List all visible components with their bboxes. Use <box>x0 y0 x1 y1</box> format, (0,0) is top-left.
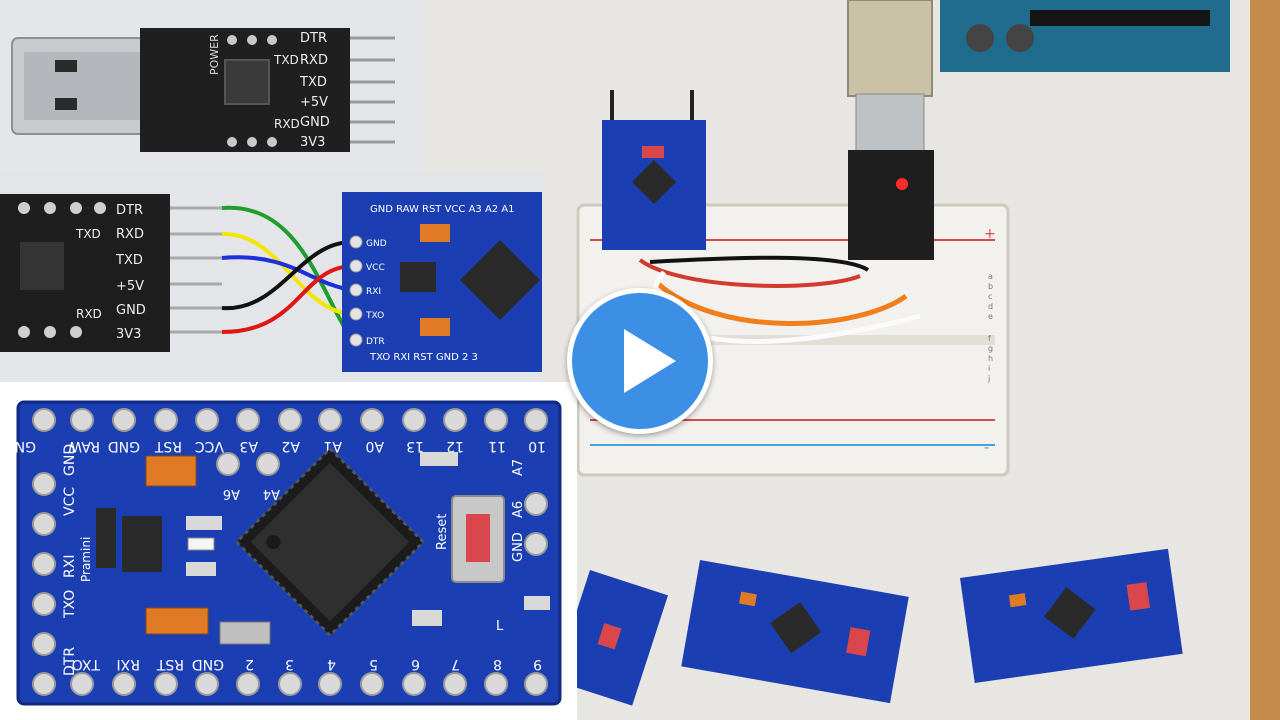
closeup-left-labels: VCC GND Pramini RXI TXO DTR <box>62 444 93 676</box>
play-button[interactable] <box>567 288 713 434</box>
closeup-right-gnd: GND <box>511 532 526 562</box>
closeup-top-11: 11 <box>488 438 506 454</box>
adapter-pin-rxd: RXD <box>300 53 328 68</box>
wire-green <box>221 205 354 342</box>
closeup-top-a0: A0 <box>366 438 384 454</box>
breadboard-row-f: f <box>988 334 991 343</box>
closeup-top-10: 10 <box>528 438 546 454</box>
wiring-diagram-photo: DTR RXD TXD +5V GND 3V3 TXD RXD <box>0 172 543 382</box>
closeup-bottom-6: 6 <box>411 656 420 672</box>
breadboard-row-b: b <box>988 282 994 291</box>
wiring-board-top-labels: GND RAW RST VCC A3 A2 A1 <box>370 204 515 215</box>
closeup-top-labels: GND RAW GND RST VCC A3 A2 A1 A0 13 12 11… <box>4 438 546 454</box>
closeup-top-a1: A1 <box>324 438 342 454</box>
wiring-board-left-rxi: RXI <box>366 287 381 297</box>
closeup-left-pramini: Pramini <box>79 537 93 582</box>
wiring-pin-dtr: DTR <box>116 203 143 218</box>
closeup-top-a3: A3 <box>240 438 258 454</box>
wiring-board-left-txo: TXO <box>365 311 384 321</box>
closeup-bottom-2: 2 <box>245 656 254 672</box>
breadboard-row-e: e <box>988 312 993 321</box>
wiring-pin-rxd: RXD <box>116 227 144 242</box>
closeup-right-a7: A7 <box>511 459 526 476</box>
closeup-bottom-labels: TXO RXI RST GND 2 3 4 5 6 7 8 9 <box>72 656 542 672</box>
breadboard-row-d: d <box>988 302 994 311</box>
breadboard-row-j: j <box>988 374 991 383</box>
closeup-bottom-5: 5 <box>369 656 378 672</box>
breadboard-row-a: a <box>988 272 993 281</box>
adapter-pin-5v: +5V <box>300 95 328 110</box>
wire-yellow-rx <box>221 231 353 316</box>
closeup-left-rxi: RXI <box>62 555 78 578</box>
closeup-top-rst: RST <box>154 438 182 454</box>
wiring-side-rxd: RXD <box>76 307 102 321</box>
breadboard-rail-plus: + <box>984 226 996 242</box>
closeup-bottom-7: 7 <box>451 656 460 672</box>
breadboard-row-i: i <box>988 364 991 373</box>
closeup-bottom-rxi: RXI <box>117 656 140 672</box>
closeup-bottom-9: 9 <box>533 656 542 672</box>
wiring-side-txd: TXD <box>75 227 101 241</box>
wire-red <box>221 264 353 334</box>
breadboard-row-h: h <box>988 354 994 363</box>
adapter-pin-txd: TXD <box>299 75 327 90</box>
breadboard-row-c: c <box>988 292 993 301</box>
breadboard-wire-black <box>649 255 870 272</box>
wiring-pin-gnd: GND <box>116 303 146 318</box>
breadboard-row-letters: a b c d e f g h i j <box>988 272 1000 384</box>
pro-mini-closeup-photo: GND RAW GND RST VCC A3 A2 A1 A0 13 12 11… <box>0 382 577 720</box>
wiring-adapter-labels: DTR RXD TXD +5V GND 3V3 TXD RXD <box>75 203 146 342</box>
closeup-top-vcc: VCC <box>195 438 224 454</box>
closeup-top-gnd2: GND <box>108 438 140 454</box>
closeup-right-a6: A6 <box>511 501 526 518</box>
closeup-inner-a6: A6 <box>223 486 240 501</box>
breadboard-rail-minus: - <box>984 440 989 456</box>
play-icon <box>624 329 676 393</box>
closeup-top-raw: RAW <box>68 438 100 454</box>
adapter-pin-gnd: GND <box>300 115 330 130</box>
closeup-left-vcc: VCC <box>62 487 78 516</box>
wiring-pin-txd: TXD <box>115 253 143 268</box>
closeup-left-dtr: DTR <box>62 647 78 676</box>
closeup-bottom-rst: RST <box>156 656 184 672</box>
wiring-pin-3v3: 3V3 <box>116 327 141 342</box>
closeup-bottom-gnd: GND <box>192 656 224 672</box>
adapter-pin-labels: DTR RXD TXD +5V GND 3V3 TXD RXD <box>273 31 330 150</box>
closeup-top-a2: A2 <box>282 438 300 454</box>
closeup-top-13: 13 <box>406 438 424 454</box>
usb-adapter-photo: POWER DTR RXD TXD +5V GND 3V3 TXD RXD <box>0 0 425 172</box>
closeup-reset-label: Reset <box>435 514 450 550</box>
wiring-board-bottom-labels: TXO RXI RST GND 2 3 <box>369 352 478 363</box>
closeup-top-12: 12 <box>446 438 464 454</box>
adapter-power-label: POWER <box>208 34 221 75</box>
closeup-bottom-4: 4 <box>327 656 336 672</box>
breadboard-wire-red <box>638 258 861 288</box>
adapter-side-txd: TXD <box>273 53 299 67</box>
closeup-left-txo: TXO <box>62 590 78 619</box>
wiring-wires <box>221 205 354 342</box>
closeup-bottom-8: 8 <box>493 656 502 672</box>
closeup-led-label: L <box>496 619 504 634</box>
closeup-left-gnd: GND <box>62 444 78 476</box>
wire-black <box>221 240 353 311</box>
wiring-board-left-vcc: VCC <box>366 263 385 273</box>
adapter-pin-3v3: 3V3 <box>300 135 325 150</box>
wiring-board-dtr-label: DTR <box>366 337 385 347</box>
adapter-side-rxd: RXD <box>274 117 300 131</box>
wiring-board-left-gnd: GND <box>366 239 387 249</box>
closeup-top-gnd1: GND <box>4 438 36 454</box>
closeup-bottom-3: 3 <box>285 656 294 672</box>
closeup-bottom-txo: TXO <box>72 656 101 672</box>
closeup-inner-a4: A4 <box>263 486 280 501</box>
breadboard-row-g: g <box>988 344 994 353</box>
wiring-pin-5v: +5V <box>116 279 144 294</box>
adapter-pin-dtr: DTR <box>300 31 327 46</box>
